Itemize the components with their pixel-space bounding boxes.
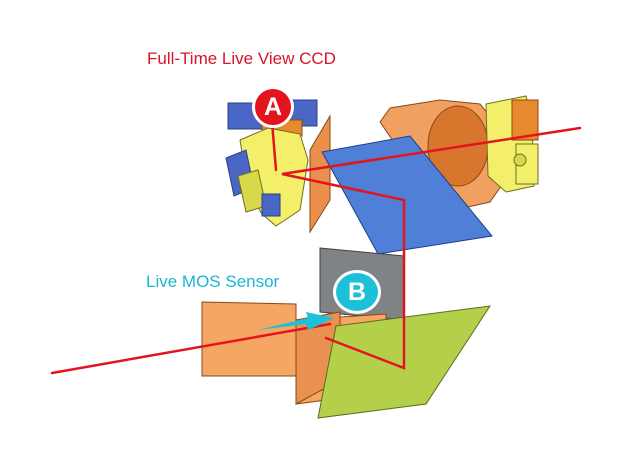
ccd-module [225,99,331,234]
viewfinder-housing [379,95,539,213]
light-path-upper [281,126,582,370]
mos-label: Live MOS Sensor [146,272,280,291]
marker-b-badge: B [333,270,381,314]
light-path [50,120,582,375]
mos-arrow-icon [258,312,334,330]
light-path-lower [50,322,332,375]
ccd-label: Full-Time Live View CCD [147,49,336,68]
marker-a-badge: A [252,86,294,128]
blue-mirror [321,135,493,255]
light-path-to-ccd [270,120,278,172]
